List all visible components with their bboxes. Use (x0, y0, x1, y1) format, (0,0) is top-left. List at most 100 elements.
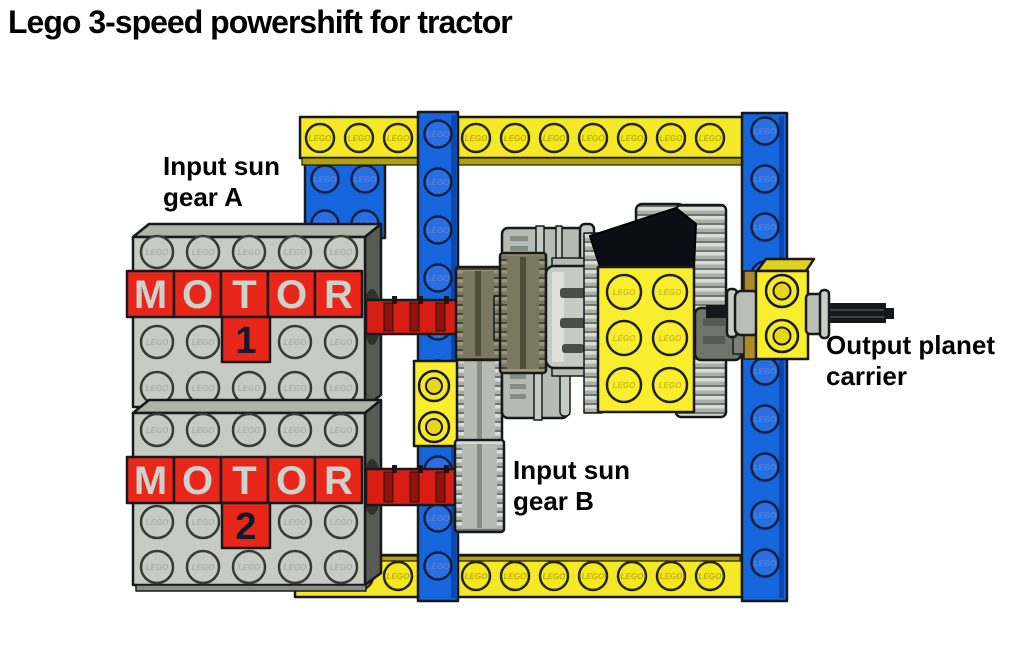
motor-2-letter-tile (172, 455, 223, 505)
output-planet-carrier-assembly (725, 257, 894, 361)
lego-stud-logo: LEGO (192, 248, 215, 257)
lego-stud (323, 504, 359, 540)
lego-stud-logo: LEGO (754, 223, 777, 232)
lego-stud-logo: LEGO (284, 338, 307, 347)
lego-stud-logo: LEGO (613, 381, 636, 390)
lego-stud-logo: LEGO (504, 134, 527, 143)
lego-stud (750, 212, 780, 242)
lego-stud (304, 122, 336, 154)
lego-stud (651, 366, 689, 404)
lego-stud-logo: LEGO (543, 134, 566, 143)
lego-stud (423, 263, 453, 293)
lego-stud-logo: LEGO (427, 562, 450, 571)
lego-stud-logo: LEGO (613, 288, 636, 297)
lego-stud (231, 412, 267, 448)
lego-stud-logo: LEGO (387, 572, 410, 581)
lego-stud (277, 234, 313, 270)
technic-pin-hole (425, 418, 443, 436)
lego-stud-logo: LEGO (192, 338, 215, 347)
lego-stud-logo: LEGO (330, 384, 353, 393)
lego-stud-logo: LEGO (427, 178, 450, 187)
motor-1-label-letter: O (182, 273, 213, 317)
lego-stud (185, 234, 221, 270)
lego-stud-logo: LEGO (284, 384, 307, 393)
lego-stud (694, 122, 726, 154)
motor-1-label-letter: M (134, 273, 167, 317)
lego-stud (750, 548, 780, 578)
lego-stud-logo: LEGO (504, 572, 527, 581)
lego-stud-logo: LEGO (754, 559, 777, 568)
motor-2-number-tile (220, 501, 272, 550)
lego-stud (185, 504, 221, 540)
motor-1-label-letter: R (324, 273, 353, 317)
lego-stud-logo: LEGO (146, 338, 169, 347)
lego-stud (382, 122, 414, 154)
lego-stud (231, 234, 267, 270)
lego-stud (139, 234, 175, 270)
input-sun-gear-a-gears (454, 251, 548, 375)
lego-stud (185, 549, 221, 585)
motor-1-number: 1 (235, 320, 256, 362)
lego-stud (277, 504, 313, 540)
motor-2-letter-tile (266, 455, 317, 505)
lego-stud (694, 560, 726, 592)
lego-stud-logo: LEGO (754, 367, 777, 376)
lego-stud-logo: LEGO (621, 572, 644, 581)
technic-pin-hole (772, 281, 792, 301)
lego-stud-logo: LEGO (659, 381, 682, 390)
lego-stud (277, 549, 313, 585)
lego-stud-logo: LEGO (330, 518, 353, 527)
lego-stud-logo: LEGO (238, 248, 261, 257)
lego-stud (655, 560, 687, 592)
technic-hole-brick (412, 359, 461, 448)
lego-stud (750, 116, 780, 146)
lego-stud (750, 452, 780, 482)
lego-stud (538, 122, 570, 154)
lego-stud-logo: LEGO (613, 334, 636, 343)
lego-stud-logo: LEGO (146, 426, 169, 435)
lego-stud-logo: LEGO (284, 563, 307, 572)
lego-stud-logo: LEGO (330, 563, 353, 572)
motor-2-label-letter: O (182, 459, 213, 503)
lego-stud-logo: LEGO (330, 248, 353, 257)
lego-stud-logo: LEGO (192, 384, 215, 393)
lego-stud-logo: LEGO (238, 426, 261, 435)
lego-stud (460, 560, 492, 592)
lego-stud (750, 500, 780, 530)
lego-stud-logo: LEGO (699, 572, 722, 581)
motor-1-letter-tile (172, 269, 223, 319)
lego-stud (323, 234, 359, 270)
output-axle (830, 303, 886, 323)
lego-stud (139, 549, 175, 585)
lego-stud-logo: LEGO (146, 563, 169, 572)
motor-2-red-axle (364, 465, 466, 507)
lego-stud (651, 273, 689, 311)
lego-stud (323, 412, 359, 448)
motor-2-label-letter: T (232, 459, 256, 503)
lego-stud (323, 324, 359, 360)
lego-stud-logo: LEGO (754, 415, 777, 424)
motor-2-label-letter: R (324, 459, 353, 503)
lego-stud-logo: LEGO (348, 134, 371, 143)
lego-stud (185, 324, 221, 360)
lego-stud (499, 560, 531, 592)
motor-2-number: 2 (235, 506, 256, 548)
motor-2-letter-tile (125, 455, 176, 505)
lego-stud (423, 119, 453, 149)
lego-stud (616, 560, 648, 592)
lego-stud (423, 215, 453, 245)
lego-stud (750, 404, 780, 434)
lego-stud-logo: LEGO (754, 463, 777, 472)
lego-stud (651, 319, 689, 357)
lego-stud (538, 560, 570, 592)
lego-stud-logo: LEGO (427, 274, 450, 283)
lego-stud (382, 560, 414, 592)
lego-stud (323, 549, 359, 585)
axle-bush (818, 288, 831, 340)
lego-stud-logo: LEGO (699, 134, 722, 143)
